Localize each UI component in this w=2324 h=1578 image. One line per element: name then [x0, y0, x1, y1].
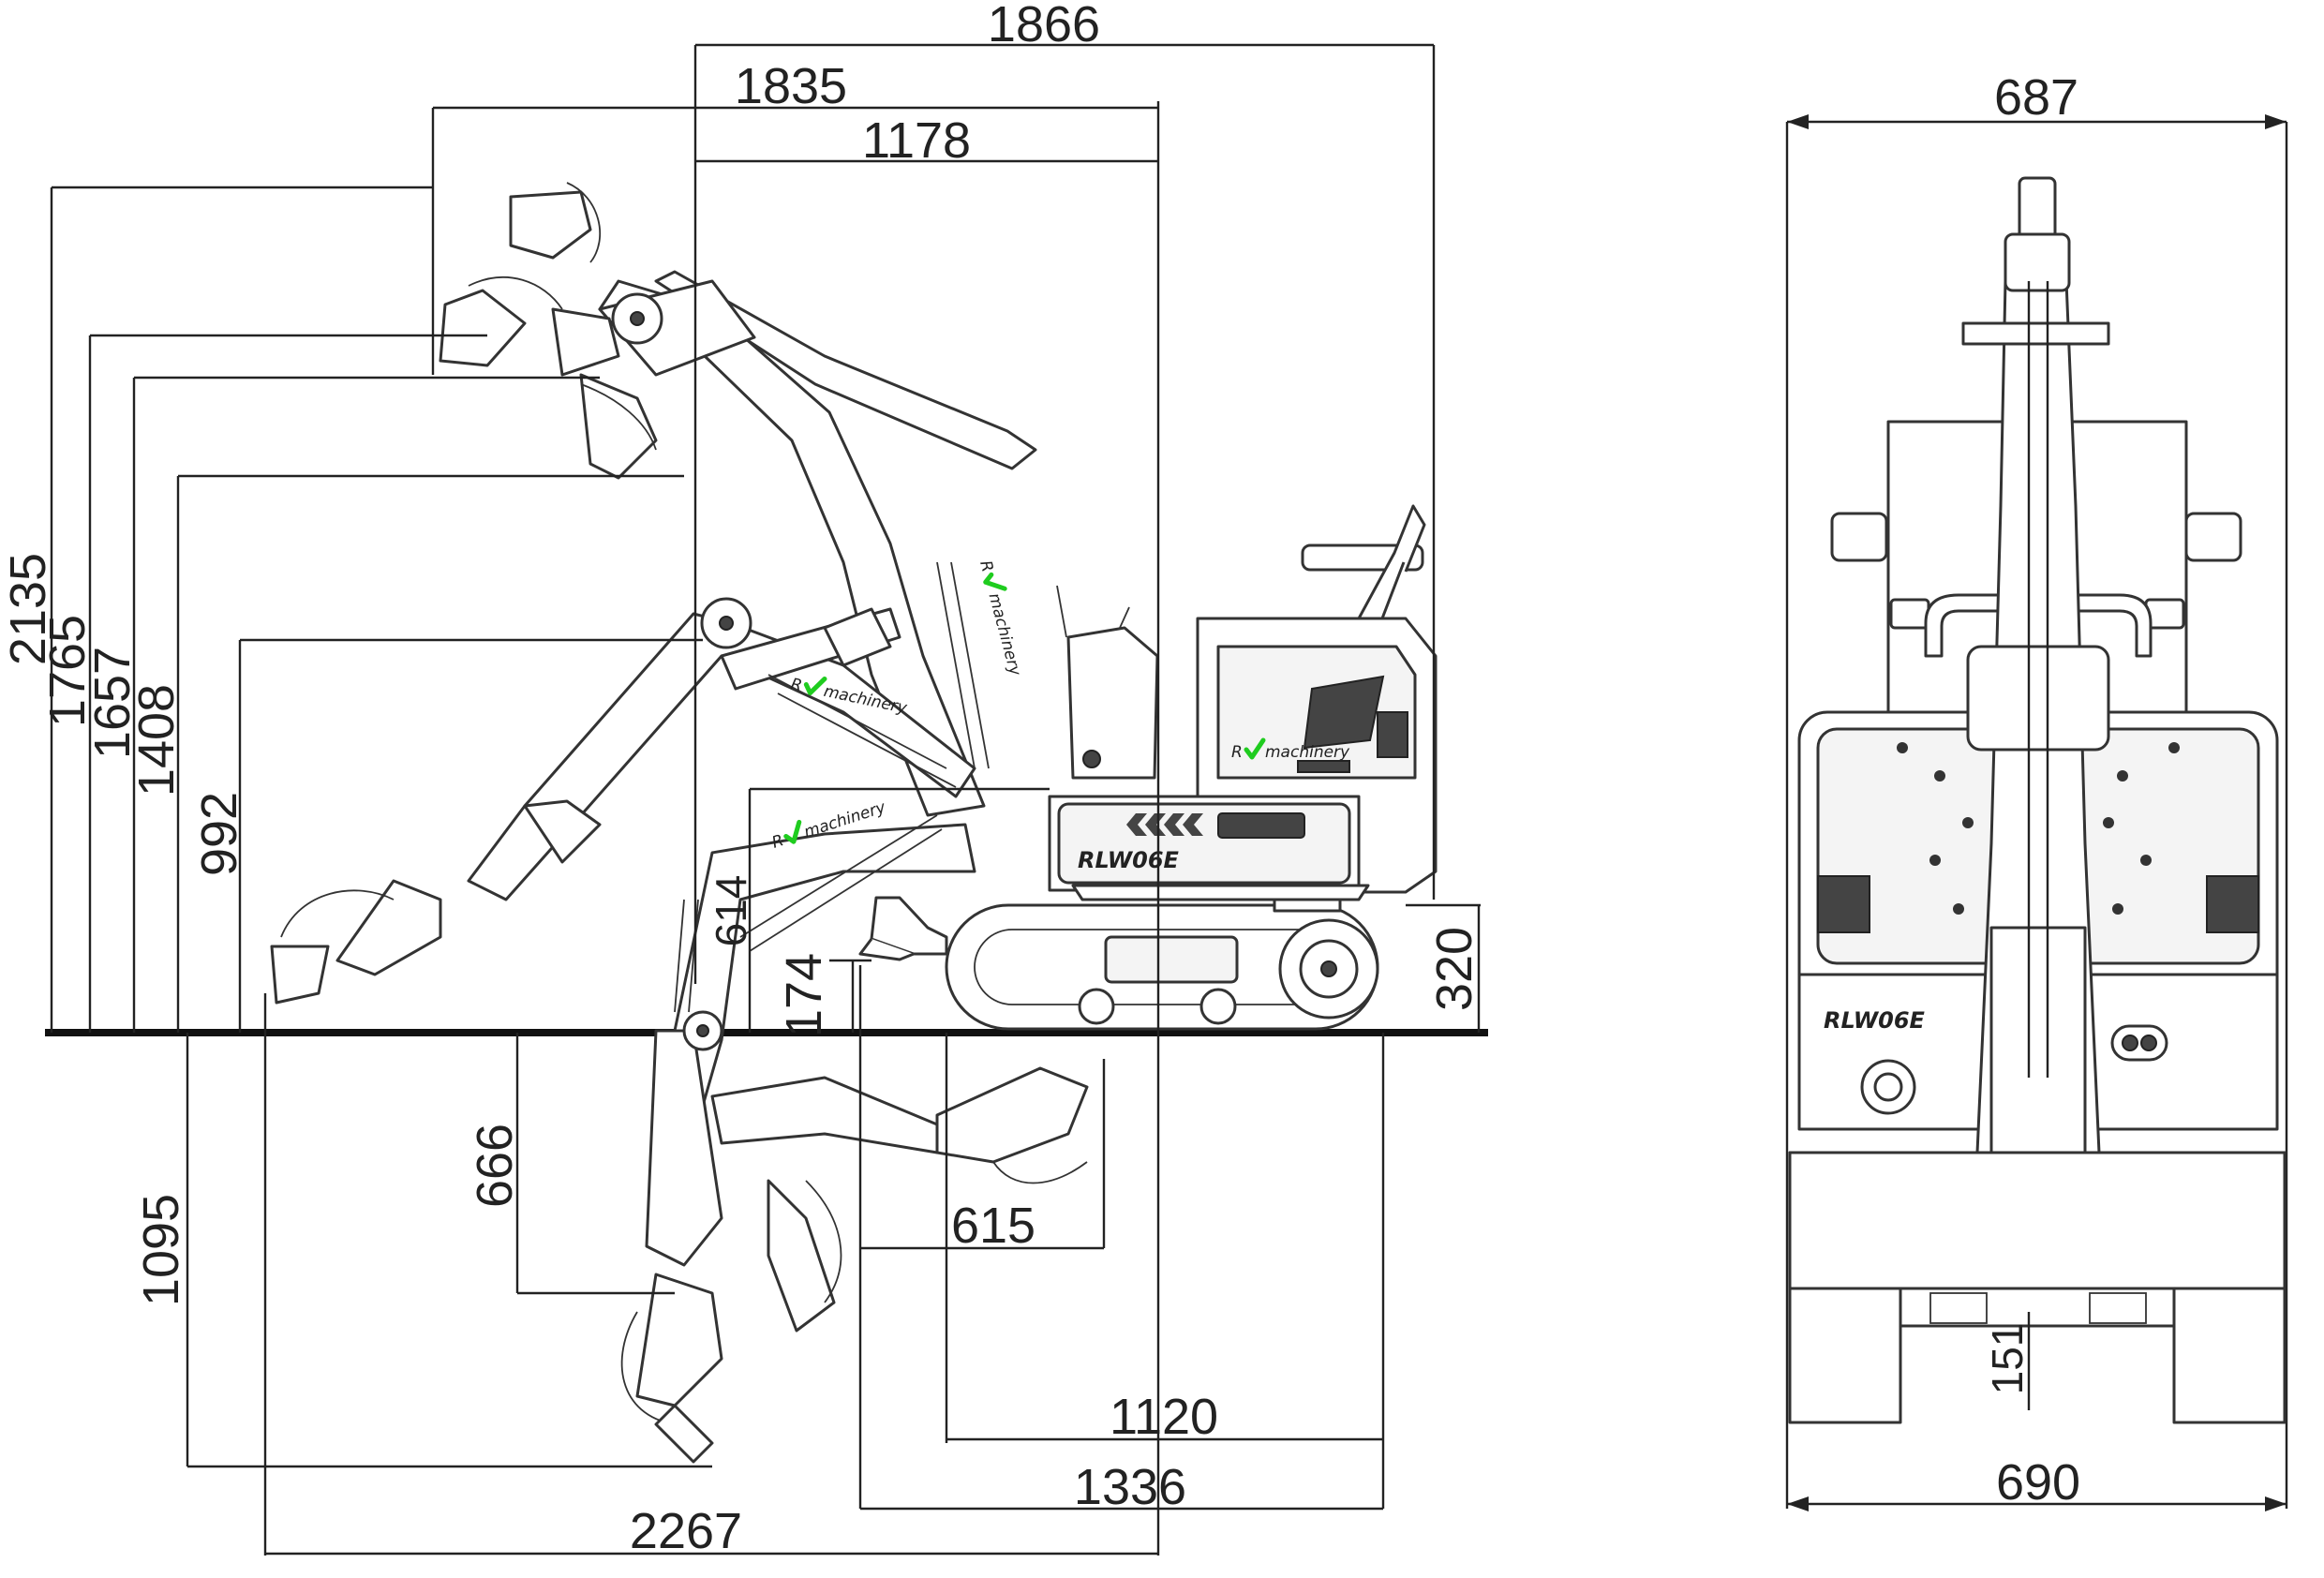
side-upper-structure [1048, 504, 1438, 901]
model-label-side: RLW06E [1078, 847, 1180, 873]
brand-logo-arm: R machinery [976, 558, 1024, 678]
side-boom-configurations [270, 182, 1089, 1464]
model-label-rear: RLW06E [1824, 1007, 1926, 1034]
dim-1408: 1408 [128, 684, 185, 796]
brand-word: machinery [1265, 743, 1350, 762]
rear-blade [1788, 1151, 2287, 1290]
brand-word: machinery [984, 591, 1024, 678]
dim-151: 151 [1983, 1323, 2032, 1395]
dim-1866: 1866 [988, 0, 1100, 52]
dim-615: 615 [951, 1198, 1035, 1254]
bucket-top [509, 190, 592, 260]
bucket-dig [635, 1273, 723, 1407]
brand-logo-hood: R machinery [1231, 737, 1350, 762]
side-view: R machinery R machinery R machinery R ma… [0, 0, 1488, 1559]
bucket-forward [335, 879, 442, 976]
brand-letter: R [789, 675, 804, 695]
side-undercarriage [858, 896, 1379, 1031]
dim-320: 320 [1426, 927, 1482, 1011]
dim-687: 687 [1994, 69, 2078, 126]
brand-letter: R [1231, 743, 1243, 762]
dim-1095: 1095 [133, 1194, 189, 1306]
side-dimension-labels: 1866 1835 1178 2135 1765 1657 1408 992 6… [0, 0, 1482, 1559]
brand-letter: R [976, 558, 996, 574]
dim-614: 614 [707, 875, 755, 947]
dim-1336: 1336 [1074, 1459, 1186, 1515]
dim-174: 174 [776, 953, 832, 1037]
dim-1120: 1120 [1110, 1389, 1218, 1445]
side-dimensions [50, 43, 1481, 1556]
dim-666: 666 [467, 1124, 523, 1208]
dim-2135: 2135 [0, 553, 56, 665]
dim-1657: 1657 [84, 647, 141, 759]
dim-1178: 1178 [862, 112, 971, 169]
control-console [1066, 626, 1159, 780]
dim-1765: 1765 [39, 615, 96, 727]
dim-690: 690 [1996, 1454, 2080, 1511]
rear-view: RLW06E 687 690 151 [1785, 69, 2288, 1511]
brand-letter: R [769, 831, 785, 853]
bucket-curl [935, 1066, 1089, 1164]
dim-1835: 1835 [735, 58, 847, 114]
dim-2267: 2267 [630, 1503, 742, 1559]
dim-992: 992 [191, 792, 247, 876]
